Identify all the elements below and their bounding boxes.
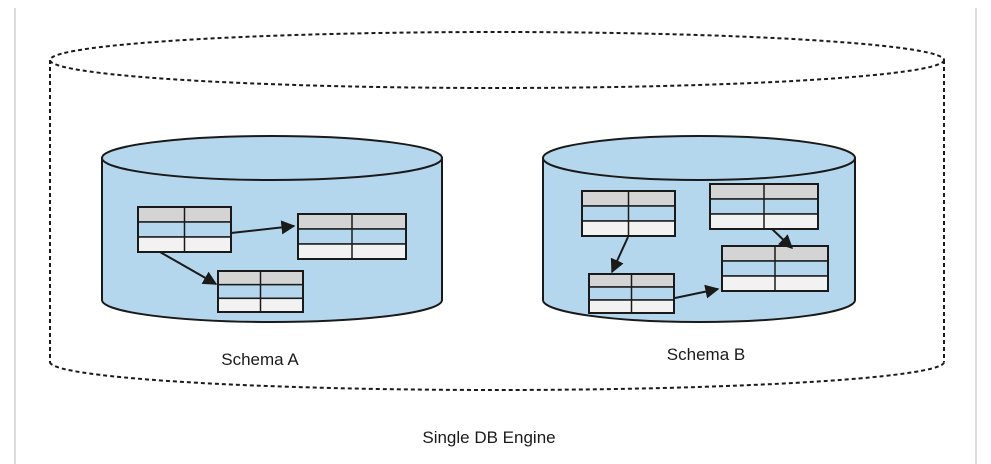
table-outline bbox=[721, 245, 829, 292]
engine-cylinder bbox=[49, 31, 945, 391]
schema-a-table-3 bbox=[217, 270, 304, 313]
engine-label: Single DB Engine bbox=[422, 428, 555, 447]
arrow-a-table1-to-table2 bbox=[230, 220, 296, 235]
arrow-b-table2-to-table4 bbox=[771, 228, 794, 249]
relationship-arrows bbox=[159, 220, 794, 299]
schema-b-table-4 bbox=[721, 245, 829, 292]
schema-b-table-3 bbox=[588, 273, 675, 314]
engine-cylinder-top bbox=[49, 31, 945, 89]
tables-layer bbox=[137, 183, 829, 314]
table-outline bbox=[588, 273, 675, 314]
schema-a-table-1 bbox=[137, 206, 232, 253]
engine-cylinder-bottom bbox=[49, 361, 945, 391]
arrow-b-table1-to-table3 bbox=[610, 236, 629, 274]
table-outline bbox=[709, 183, 819, 230]
table-outline bbox=[217, 270, 304, 313]
table-outline bbox=[297, 213, 407, 260]
arrow-a-table1-to-table3 bbox=[159, 251, 218, 285]
schema-b-table-2 bbox=[709, 183, 819, 230]
arrow-b-table3-to-table4 bbox=[674, 284, 720, 299]
table-outline bbox=[137, 206, 232, 253]
schema-a-cylinder bbox=[101, 135, 443, 323]
schema-b-table-1 bbox=[581, 190, 676, 237]
schema-a-label: Schema A bbox=[221, 350, 299, 369]
table-outline bbox=[581, 190, 676, 237]
schema-a-table-2 bbox=[297, 213, 407, 260]
schema-b-label: Schema B bbox=[667, 345, 745, 364]
